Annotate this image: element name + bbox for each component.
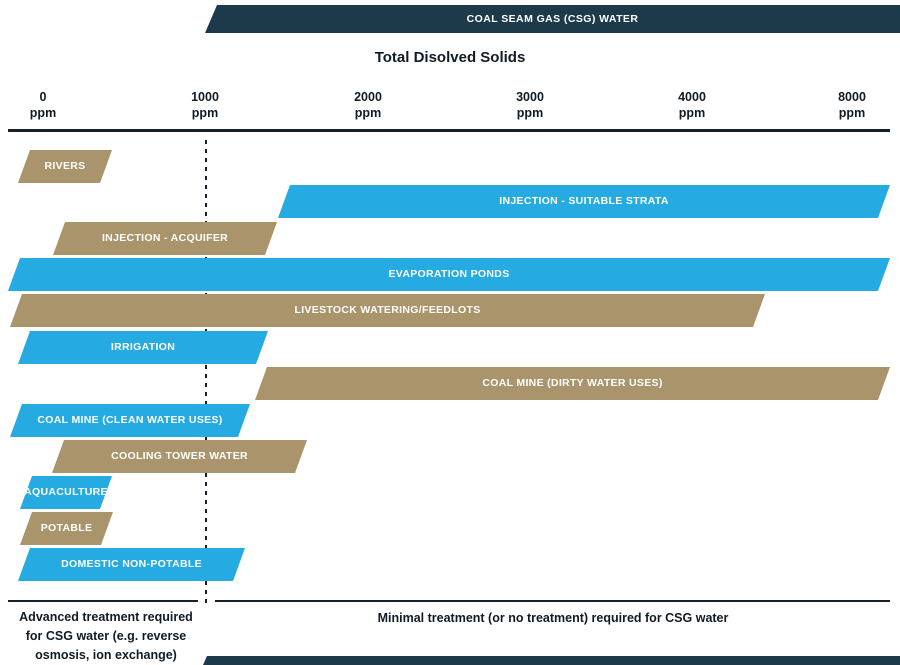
x-axis-tick-1000ppm: 1000 ppm [191,90,219,120]
footer-rule-right [215,600,890,602]
minimal-treatment-note: Minimal treatment (or no treatment) requ… [377,611,729,625]
bar-coal-mine-dirty-water-uses: COAL MINE (DIRTY WATER USES) [255,367,890,400]
advanced-treatment-note: Advanced treatment required for CSG wate… [19,610,193,662]
chart-title: Total Disolved Solids [374,49,526,66]
bar-coal-mine-clean-water-uses: COAL MINE (CLEAN WATER USES) [10,404,250,437]
bar-livestock-watering-feedlots: LIVESTOCK WATERING/FEEDLOTS [10,294,765,327]
x-axis-tick-0ppm: 0 ppm [29,90,57,120]
bar-aquaculture: AQUACULTURE [20,476,112,509]
bar-rivers: RIVERS [18,150,112,183]
bottom-banner-cropped [203,656,900,665]
x-axis-line [8,129,890,132]
bar-potable: POTABLE [20,512,113,545]
x-axis-tick-4000ppm: 4000 ppm [678,90,706,120]
footer-rule-left [8,600,198,602]
threshold-dashed-line [205,140,207,606]
banner-label: COAL SEAM GAS (CSG) WATER [466,13,639,25]
bar-cooling-tower-water: COOLING TOWER WATER [52,440,307,473]
bar-injection-suitable-strata: INJECTION - SUITABLE STRATA [278,185,890,218]
x-axis-tick-2000ppm: 2000 ppm [354,90,382,120]
bar-irrigation: IRRIGATION [18,331,268,364]
x-axis-tick-3000ppm: 3000 ppm [516,90,544,120]
bar-evaporation-ponds: EVAPORATION PONDS [8,258,890,291]
x-axis-tick-8000ppm: 8000 ppm [838,90,866,120]
csg-water-banner: COAL SEAM GAS (CSG) WATER [205,5,900,33]
bar-injection-acquifer: INJECTION - ACQUIFER [53,222,277,255]
bar-domestic-non-potable: DOMESTIC NON-POTABLE [18,548,245,581]
